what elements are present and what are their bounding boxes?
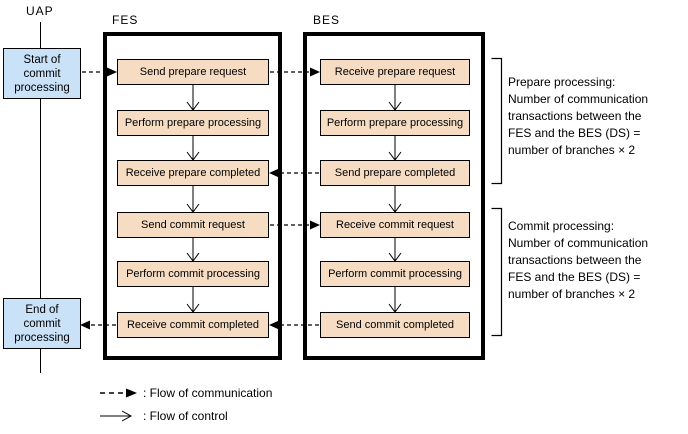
legend-control-label: : Flow of control [143, 409, 228, 423]
bes-step-perform-prepare-processing: Perform prepare processing [320, 110, 470, 136]
uap-lifeline [40, 22, 41, 373]
fes-step-perform-commit-processing: Perform commit processing [117, 261, 269, 287]
communication-arrow-icon [100, 388, 137, 398]
legend-control: : Flow of control [100, 409, 228, 423]
bes-label: BES [313, 13, 341, 27]
prepare-bracket [491, 57, 503, 185]
fes-container [103, 32, 282, 360]
legend-communication: : Flow of communication [100, 386, 272, 400]
prepare-processing-note: Prepare processing: Number of communicat… [508, 75, 649, 157]
bes-step-receive-commit-request: Receive commit request [320, 212, 470, 238]
bes-step-receive-prepare-request: Receive prepare request [320, 59, 470, 85]
commit-bracket [491, 207, 503, 337]
bes-container [303, 32, 485, 360]
control-arrow-icon [100, 410, 133, 422]
bes-step-perform-commit-processing: Perform commit processing [320, 261, 470, 287]
end-commit-processing-box: End of commit processing [3, 298, 81, 349]
fes-step-receive-prepare-completed: Receive prepare completed [117, 160, 269, 186]
start-commit-processing-box: Start of commit processing [3, 48, 81, 99]
bes-step-send-commit-completed: Send commit completed [320, 312, 470, 338]
fes-label: FES [112, 13, 139, 27]
legend-communication-label: : Flow of communication [143, 386, 273, 400]
fes-step-perform-prepare-processing: Perform prepare processing [117, 110, 269, 136]
fes-step-receive-commit-completed: Receive commit completed [117, 312, 269, 338]
fes-step-send-commit-request: Send commit request [117, 212, 269, 238]
fes-step-send-prepare-request: Send prepare request [117, 59, 269, 85]
uap-label: UAP [26, 4, 54, 18]
commit-processing-note: Commit processing: Number of communicati… [508, 219, 649, 301]
bes-step-send-prepare-completed: Send prepare completed [320, 160, 470, 186]
